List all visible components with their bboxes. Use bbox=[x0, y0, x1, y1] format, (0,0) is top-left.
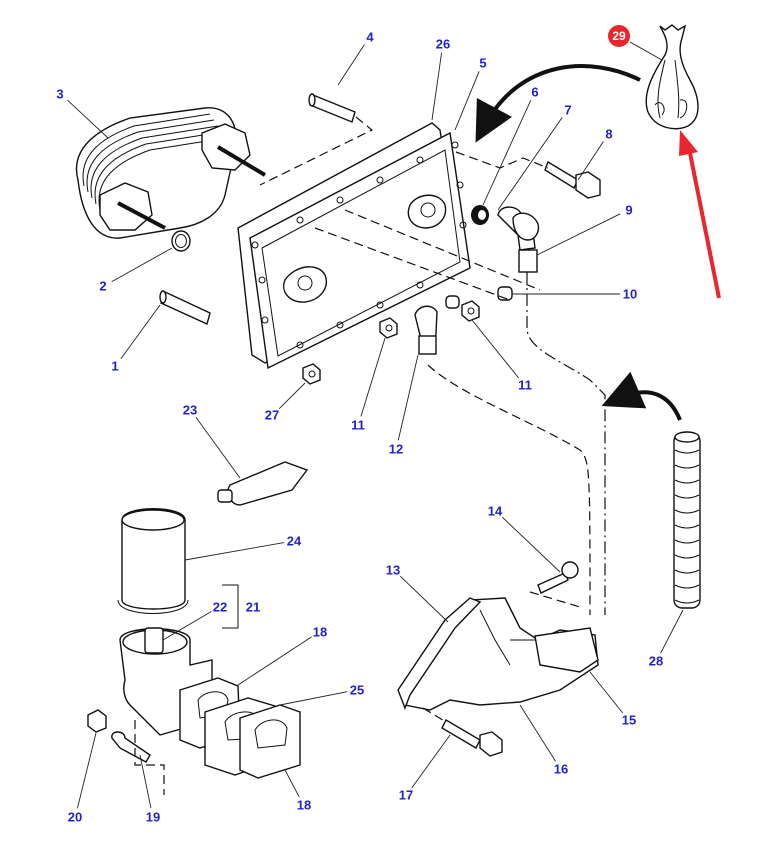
leader-line-11 bbox=[471, 319, 520, 379]
leader-line-12 bbox=[397, 354, 419, 441]
bolt-part-14 bbox=[537, 561, 579, 594]
callout-label-5[interactable]: 5 bbox=[479, 55, 487, 71]
leader-line-26 bbox=[431, 52, 443, 121]
gasket-part-13 bbox=[397, 597, 482, 710]
bolt-part-17 bbox=[441, 719, 503, 757]
callout-label-12[interactable]: 12 bbox=[388, 441, 404, 457]
callout-label-22[interactable]: 22 bbox=[212, 599, 228, 615]
leader-line-20 bbox=[76, 732, 97, 809]
callout-label-18[interactable]: 18 bbox=[296, 797, 312, 813]
hose-part bbox=[673, 431, 701, 609]
leader-line-18 bbox=[237, 636, 312, 686]
leader-line-27 bbox=[278, 382, 306, 410]
highlight-arrow-icon bbox=[679, 130, 721, 299]
gasket-part-15 bbox=[534, 627, 599, 673]
callout-label-6[interactable]: 6 bbox=[531, 84, 539, 100]
leader-line-7 bbox=[497, 117, 563, 211]
leader-lines bbox=[67, 41, 684, 809]
gasket-kit-bag-part bbox=[645, 24, 699, 130]
leader-line-24 bbox=[184, 542, 285, 561]
callout-label-8[interactable]: 8 bbox=[605, 126, 613, 142]
callout-label-13[interactable]: 13 bbox=[385, 562, 401, 578]
leader-line-8 bbox=[577, 141, 604, 181]
callout-label-3[interactable]: 3 bbox=[56, 86, 64, 102]
elbow-part-12 bbox=[414, 305, 438, 355]
oil-filter-part bbox=[117, 508, 189, 614]
elbow-part-9 bbox=[497, 206, 540, 273]
nut-part-11a bbox=[379, 317, 398, 339]
callout-label-28[interactable]: 28 bbox=[648, 653, 664, 669]
leader-line-23 bbox=[195, 416, 241, 479]
leader-line-11 bbox=[360, 337, 386, 417]
gasket-part-18b bbox=[239, 704, 301, 779]
leader-line-18 bbox=[284, 769, 300, 798]
callout-label-10[interactable]: 10 bbox=[622, 286, 638, 302]
callout-label-25[interactable]: 25 bbox=[349, 682, 365, 698]
callout-label-23[interactable]: 23 bbox=[182, 402, 198, 418]
callout-label-1[interactable]: 1 bbox=[111, 358, 119, 374]
callout-label-26[interactable]: 26 bbox=[435, 36, 451, 52]
leader-line-15 bbox=[589, 671, 624, 714]
callout-label-11[interactable]: 11 bbox=[351, 417, 365, 433]
nut-part-11b bbox=[461, 300, 480, 322]
callout-label-17[interactable]: 17 bbox=[398, 787, 414, 803]
leader-line-25 bbox=[279, 691, 348, 706]
callout-label-24[interactable]: 24 bbox=[286, 533, 302, 549]
leader-line-17 bbox=[411, 734, 451, 789]
callout-label-7[interactable]: 7 bbox=[564, 102, 572, 118]
callout-label-16[interactable]: 16 bbox=[553, 761, 569, 777]
callout-label-11[interactable]: 11 bbox=[518, 377, 532, 393]
spacer-part-11c bbox=[445, 295, 460, 309]
callout-label-27[interactable]: 27 bbox=[264, 407, 280, 423]
callout-label-20[interactable]: 20 bbox=[67, 809, 83, 825]
leader-line-2 bbox=[111, 247, 173, 283]
plug-part-20 bbox=[87, 709, 107, 733]
nut-part-27 bbox=[302, 363, 321, 385]
highlighted-callout-badge[interactable]: 29 bbox=[608, 25, 630, 47]
leader-line-19 bbox=[139, 754, 152, 809]
leader-line-16 bbox=[519, 704, 556, 762]
callout-label-9[interactable]: 9 bbox=[625, 202, 633, 218]
cover-plate-assembly bbox=[237, 122, 471, 370]
callout-label-18[interactable]: 18 bbox=[312, 624, 328, 640]
callout-label-15[interactable]: 15 bbox=[621, 712, 637, 728]
assembly-arrow-icon bbox=[475, 64, 641, 143]
leader-line-3 bbox=[67, 99, 109, 139]
leader-line-6 bbox=[482, 99, 532, 206]
leader-line-5 bbox=[454, 71, 480, 131]
bolt-part-19 bbox=[111, 731, 151, 763]
stud-part-4 bbox=[308, 93, 356, 123]
callout-label-2[interactable]: 2 bbox=[99, 278, 107, 294]
callout-label-21[interactable]: 21 bbox=[245, 599, 261, 615]
oil-cooler-part bbox=[75, 107, 267, 239]
callout-label-19[interactable]: 19 bbox=[145, 809, 161, 825]
leader-line-28 bbox=[660, 609, 684, 654]
leader-line-13 bbox=[399, 575, 449, 623]
callout-label-14[interactable]: 14 bbox=[487, 503, 503, 519]
leader-line-4 bbox=[337, 44, 365, 86]
bolt-part-8 bbox=[544, 160, 601, 199]
o-ring-part bbox=[171, 230, 191, 252]
leader-line-1 bbox=[120, 304, 161, 360]
hose-arrow-icon bbox=[601, 371, 682, 421]
washer-part-6 bbox=[471, 205, 489, 225]
leader-line-9 bbox=[536, 213, 621, 256]
sealant-tube-part bbox=[217, 461, 309, 506]
callout-label-4[interactable]: 4 bbox=[366, 29, 374, 45]
leader-line-22 bbox=[162, 611, 212, 641]
leader-line-14 bbox=[501, 516, 561, 573]
leader-line-29 bbox=[629, 41, 663, 61]
stud-part-1 bbox=[159, 290, 211, 325]
